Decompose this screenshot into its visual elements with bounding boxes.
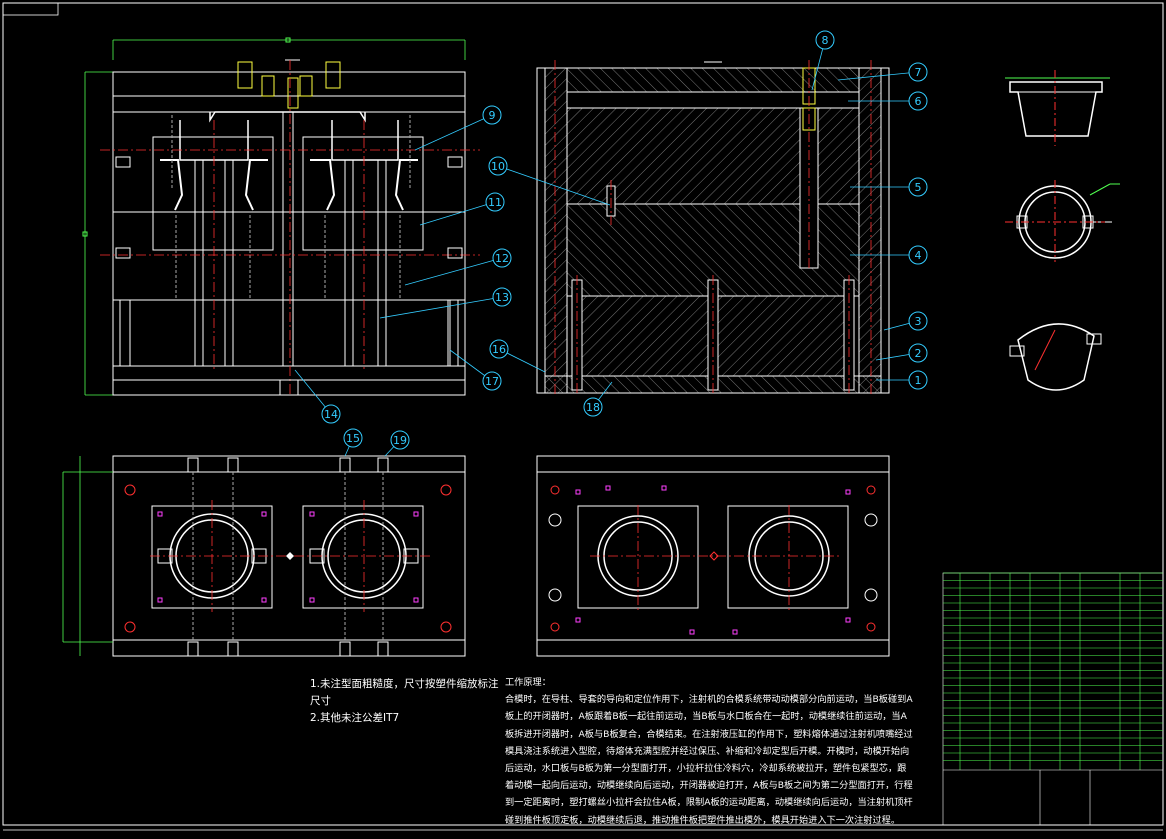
callout-5: 5 xyxy=(850,177,928,197)
callout-3: 3 xyxy=(883,311,928,331)
callout-label: 8 xyxy=(822,34,829,47)
callout-19: 19 xyxy=(384,430,410,457)
drawing-border xyxy=(2,2,1164,826)
callout-8: 8 xyxy=(811,30,835,91)
callout-7: 7 xyxy=(837,62,928,82)
left-section-view xyxy=(82,37,480,396)
callout-label: 5 xyxy=(915,181,922,194)
callout-label: 13 xyxy=(495,291,509,304)
callout-label: 15 xyxy=(346,432,360,445)
callout-label: 7 xyxy=(915,66,922,79)
callout-label: 18 xyxy=(586,401,600,414)
callout-9: 9 xyxy=(414,105,502,151)
callout-label: 11 xyxy=(488,196,502,209)
bottom-right-plan xyxy=(536,455,890,657)
callout-13: 13 xyxy=(379,287,512,319)
callout-label: 4 xyxy=(915,249,922,262)
callout-label: 14 xyxy=(324,408,338,421)
callout-label: 16 xyxy=(492,343,506,356)
callout-6: 6 xyxy=(848,91,928,111)
corner-title-box xyxy=(2,2,59,16)
working-principle: 工作原理： 合模时，在导柱、导套的导向和定位作用下，注射机的合模系统带动动模部分… xyxy=(505,674,915,829)
callout-label: 6 xyxy=(915,95,922,108)
callout-12: 12 xyxy=(404,248,512,286)
callout-label: 12 xyxy=(495,252,509,265)
callout-label: 2 xyxy=(915,347,922,360)
callout-label: 9 xyxy=(489,109,496,122)
principle-text: 合模时，在导柱、导套的导向和定位作用下，注射机的合模系统带动动模部分向前运动，当… xyxy=(505,694,913,826)
callout-4: 4 xyxy=(850,245,928,265)
note-2: 2.其他未注公差IT7 xyxy=(310,712,400,724)
callout-1: 1 xyxy=(876,370,928,390)
callout-label: 3 xyxy=(915,315,922,328)
callout-label: 17 xyxy=(485,375,499,388)
title-block xyxy=(942,572,1164,826)
callout-16: 16 xyxy=(489,339,546,373)
callout-18: 18 xyxy=(583,381,613,417)
callout-2: 2 xyxy=(875,343,928,363)
principle-title: 工作原理： xyxy=(505,677,551,688)
callout-17: 17 xyxy=(449,349,502,391)
right-section-view xyxy=(536,60,890,395)
technical-notes: 1.未注型面粗糙度，尺寸按塑件缩放标注尺寸 2.其他未注公差IT7 xyxy=(310,676,500,727)
callout-10: 10 xyxy=(488,156,611,206)
note-1: 1.未注型面粗糙度，尺寸按塑件缩放标注尺寸 xyxy=(310,678,499,707)
callout-label: 1 xyxy=(915,374,922,387)
callout-15: 15 xyxy=(343,428,363,457)
callout-label: 10 xyxy=(491,160,505,173)
callout-11: 11 xyxy=(419,192,505,226)
callout-label: 19 xyxy=(393,434,407,447)
part-views xyxy=(1005,70,1120,391)
callout-14: 14 xyxy=(294,369,341,424)
bottom-left-plan xyxy=(62,455,466,657)
